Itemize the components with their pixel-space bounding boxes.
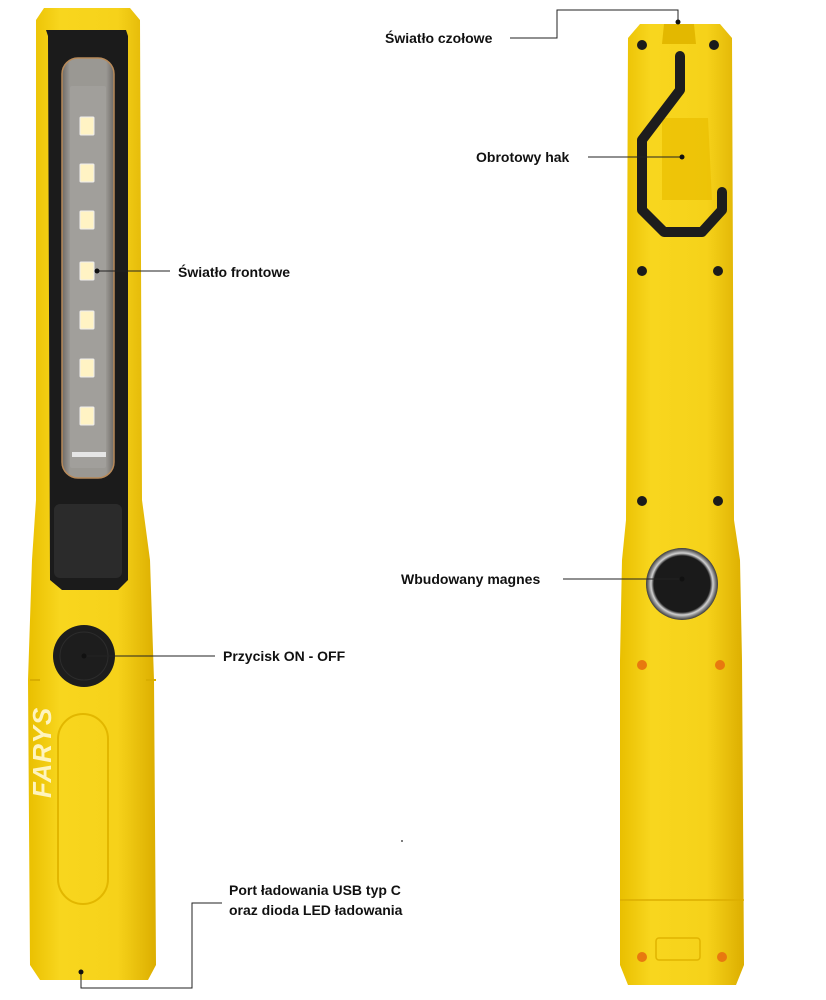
- callout-usb-port-line1: Port ładowania USB typ C: [229, 882, 401, 898]
- callout-rotating-hook: Obrotowy hak: [476, 149, 570, 165]
- front-grip-pad: [54, 504, 122, 578]
- callout-front-light: Światło frontowe: [178, 264, 290, 280]
- callout-usb-port: Port ładowania USB typ C oraz dioda LED …: [229, 880, 449, 920]
- magnet-shape: [646, 548, 718, 620]
- back-body: [620, 24, 744, 985]
- callout-usb-port-line2: oraz dioda LED ładowania: [229, 902, 403, 918]
- led-chips: [72, 116, 106, 457]
- callout-dots: [78, 19, 685, 975]
- callout-lines: [80, 9, 682, 989]
- back-view-light: [620, 24, 744, 985]
- brand-logo: FARYS: [27, 706, 57, 798]
- callout-built-in-magnet: Wbudowany magnes: [401, 571, 541, 587]
- rotating-hook-shape: [637, 51, 727, 237]
- logo-recess: [57, 713, 109, 905]
- front-view-light: [28, 8, 156, 980]
- back-holes: [637, 660, 727, 962]
- screws: [637, 40, 723, 506]
- callout-power-button: Przycisk ON - OFF: [223, 648, 346, 664]
- callout-head-light: Światło czołowe: [385, 30, 493, 46]
